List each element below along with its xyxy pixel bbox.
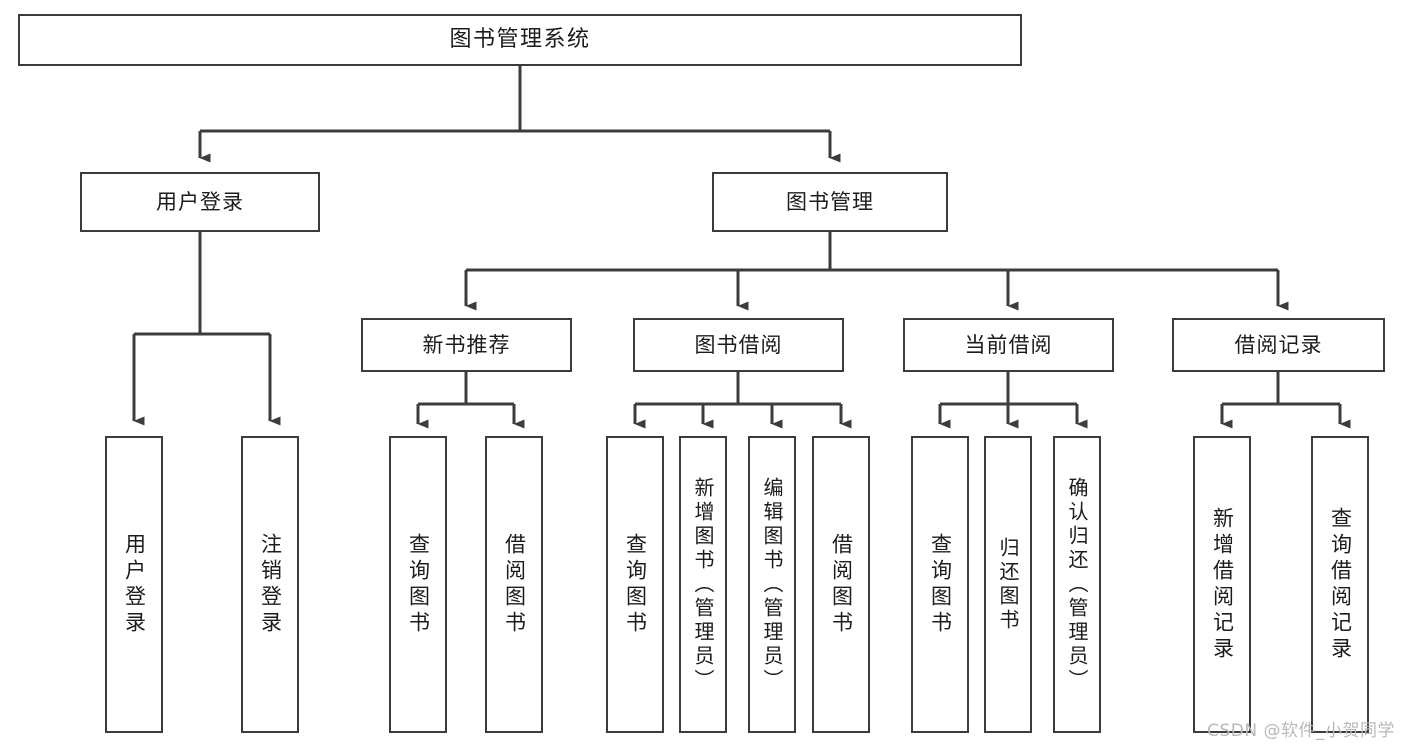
leaf-borrow-add-book-admin[interactable]: 新增图书（管理员） <box>679 436 727 733</box>
node-label: 新增借阅记录 <box>1210 506 1235 663</box>
node-label: 图书管理系统 <box>449 27 591 53</box>
node-book-borrowing[interactable]: 图书借阅 <box>633 318 844 372</box>
node-label: 图书借阅 <box>694 332 783 357</box>
leaf-record-add-borrow-record[interactable]: 新增借阅记录 <box>1193 436 1251 733</box>
node-borrowing-records[interactable]: 借阅记录 <box>1172 318 1385 372</box>
node-label: 当前借阅 <box>964 332 1053 357</box>
leaf-recommend-borrow-book[interactable]: 借阅图书 <box>485 436 543 733</box>
node-user-login[interactable]: 用户登录 <box>80 172 320 232</box>
node-label: 查询图书 <box>406 532 431 637</box>
leaf-borrow-query-book[interactable]: 查询图书 <box>606 436 664 733</box>
csdn-watermark: CSDN @软件_小贺同学 <box>1207 721 1395 741</box>
leaf-recommend-query-book[interactable]: 查询图书 <box>389 436 447 733</box>
node-label: 查询图书 <box>623 532 648 637</box>
node-new-book-recommendation[interactable]: 新书推荐 <box>361 318 572 372</box>
node-label: 归还图书 <box>996 536 1020 633</box>
node-label: 借阅图书 <box>829 532 854 637</box>
node-label: 新增图书（管理员） <box>691 476 715 693</box>
node-book-management[interactable]: 图书管理 <box>712 172 948 232</box>
node-label: 图书管理 <box>786 189 874 214</box>
leaf-record-query-borrow-record[interactable]: 查询借阅记录 <box>1311 436 1369 733</box>
node-label: 借阅图书 <box>502 532 527 637</box>
leaf-current-query-book[interactable]: 查询图书 <box>911 436 969 733</box>
node-label: 查询图书 <box>928 532 953 637</box>
node-label: 用户登录 <box>122 532 147 637</box>
leaf-borrow-edit-book-admin[interactable]: 编辑图书（管理员） <box>748 436 796 733</box>
node-root-book-management-system[interactable]: 图书管理系统 <box>18 14 1022 66</box>
node-label: 借阅记录 <box>1234 332 1323 357</box>
node-label: 用户登录 <box>156 189 244 214</box>
node-current-borrowing[interactable]: 当前借阅 <box>903 318 1114 372</box>
node-label: 确认归还（管理员） <box>1065 476 1089 693</box>
leaf-current-confirm-return-admin[interactable]: 确认归还（管理员） <box>1053 436 1101 733</box>
node-label: 注销登录 <box>258 532 283 637</box>
leaf-borrow-lend-book[interactable]: 借阅图书 <box>812 436 870 733</box>
leaf-user-logout[interactable]: 注销登录 <box>241 436 299 733</box>
leaf-current-return-book[interactable]: 归还图书 <box>984 436 1032 733</box>
node-label: 编辑图书（管理员） <box>760 476 784 693</box>
node-label: 新书推荐 <box>422 332 511 357</box>
leaf-user-login[interactable]: 用户登录 <box>105 436 163 733</box>
node-label: 查询借阅记录 <box>1328 506 1353 663</box>
